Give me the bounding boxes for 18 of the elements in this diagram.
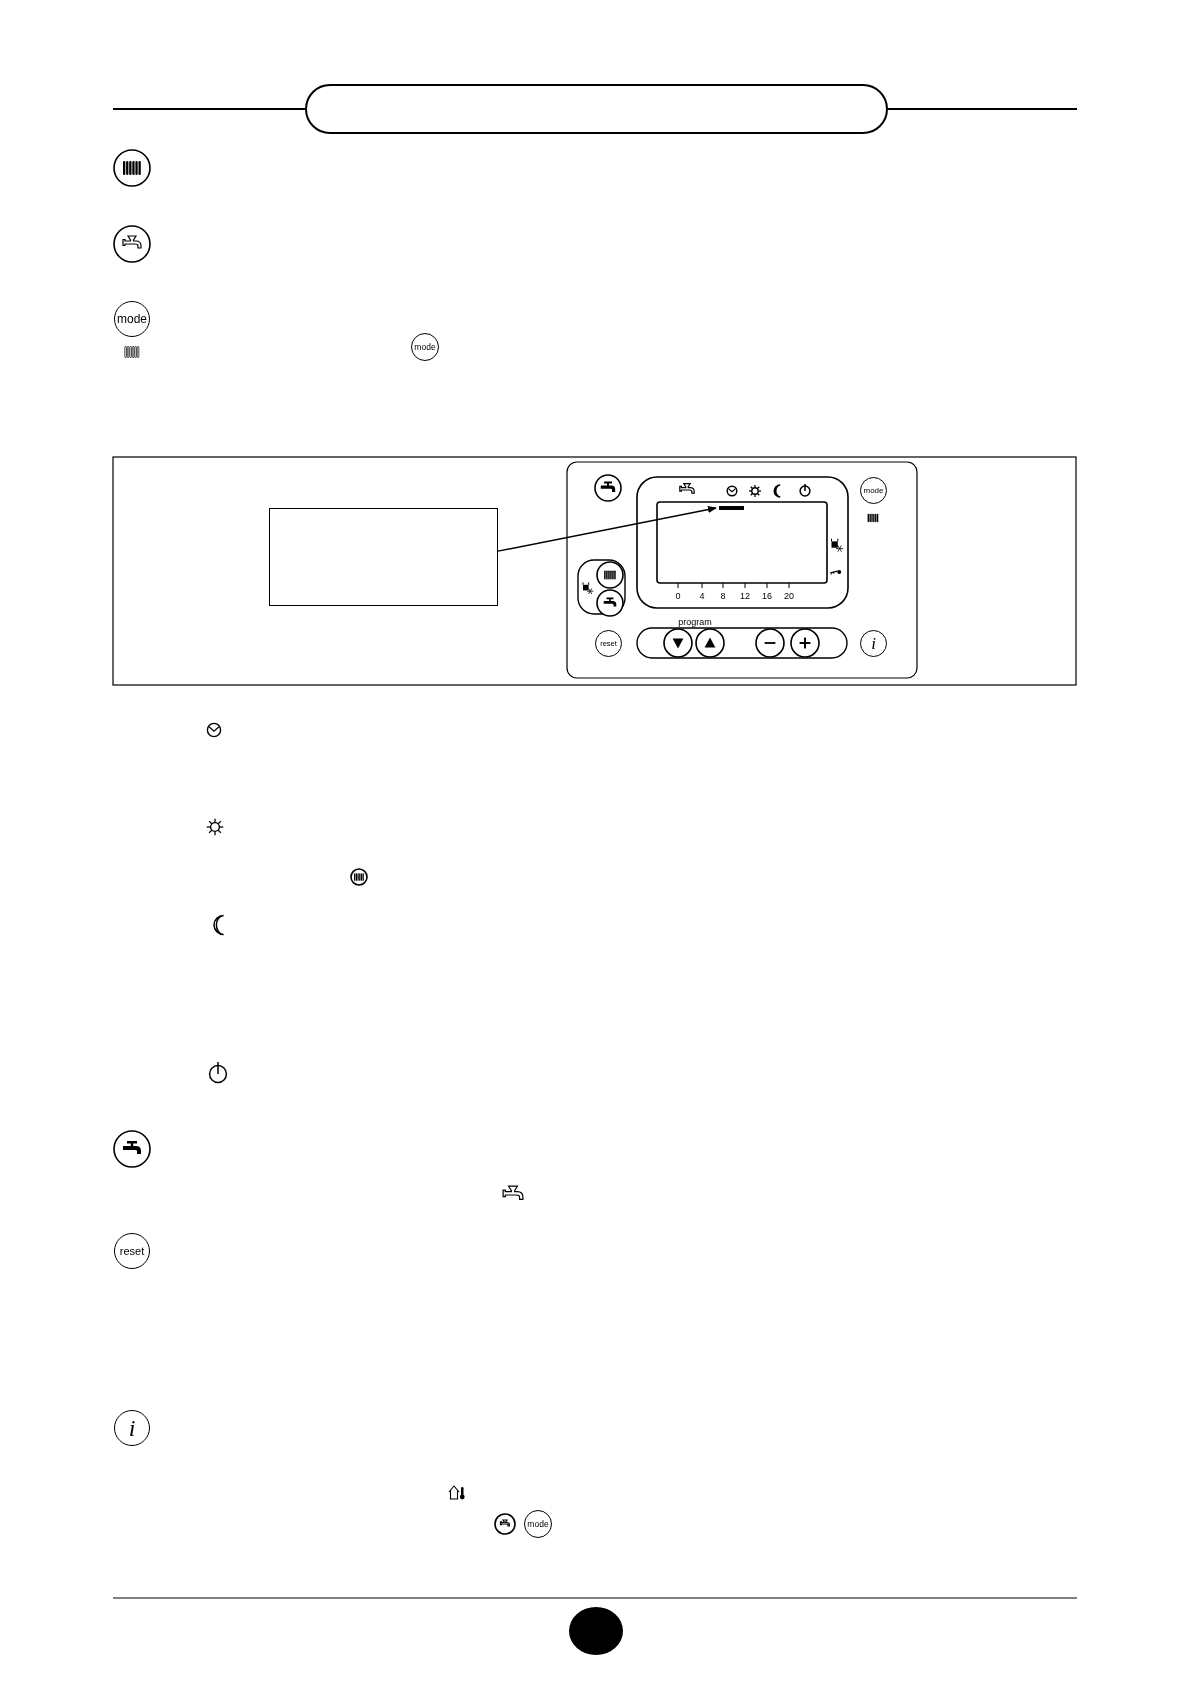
button: i [114,1410,150,1446]
group-label: program [678,617,712,627]
callout-box [269,508,498,606]
tick-label: 16 [762,591,772,601]
tick-label: 20 [784,591,794,601]
button: mode [114,301,150,337]
button: i [860,630,887,657]
display-segment [719,506,744,510]
tick-label: 0 [675,591,681,601]
tick-label: 8 [720,591,726,601]
arrow [497,506,717,552]
tick-label: 12 [740,591,750,601]
button: mode [860,477,887,504]
button: mode [411,333,439,361]
button: reset [114,1233,150,1269]
button: mode [524,1510,552,1538]
title-banner [305,84,888,134]
tick-label: 4 [699,591,705,601]
